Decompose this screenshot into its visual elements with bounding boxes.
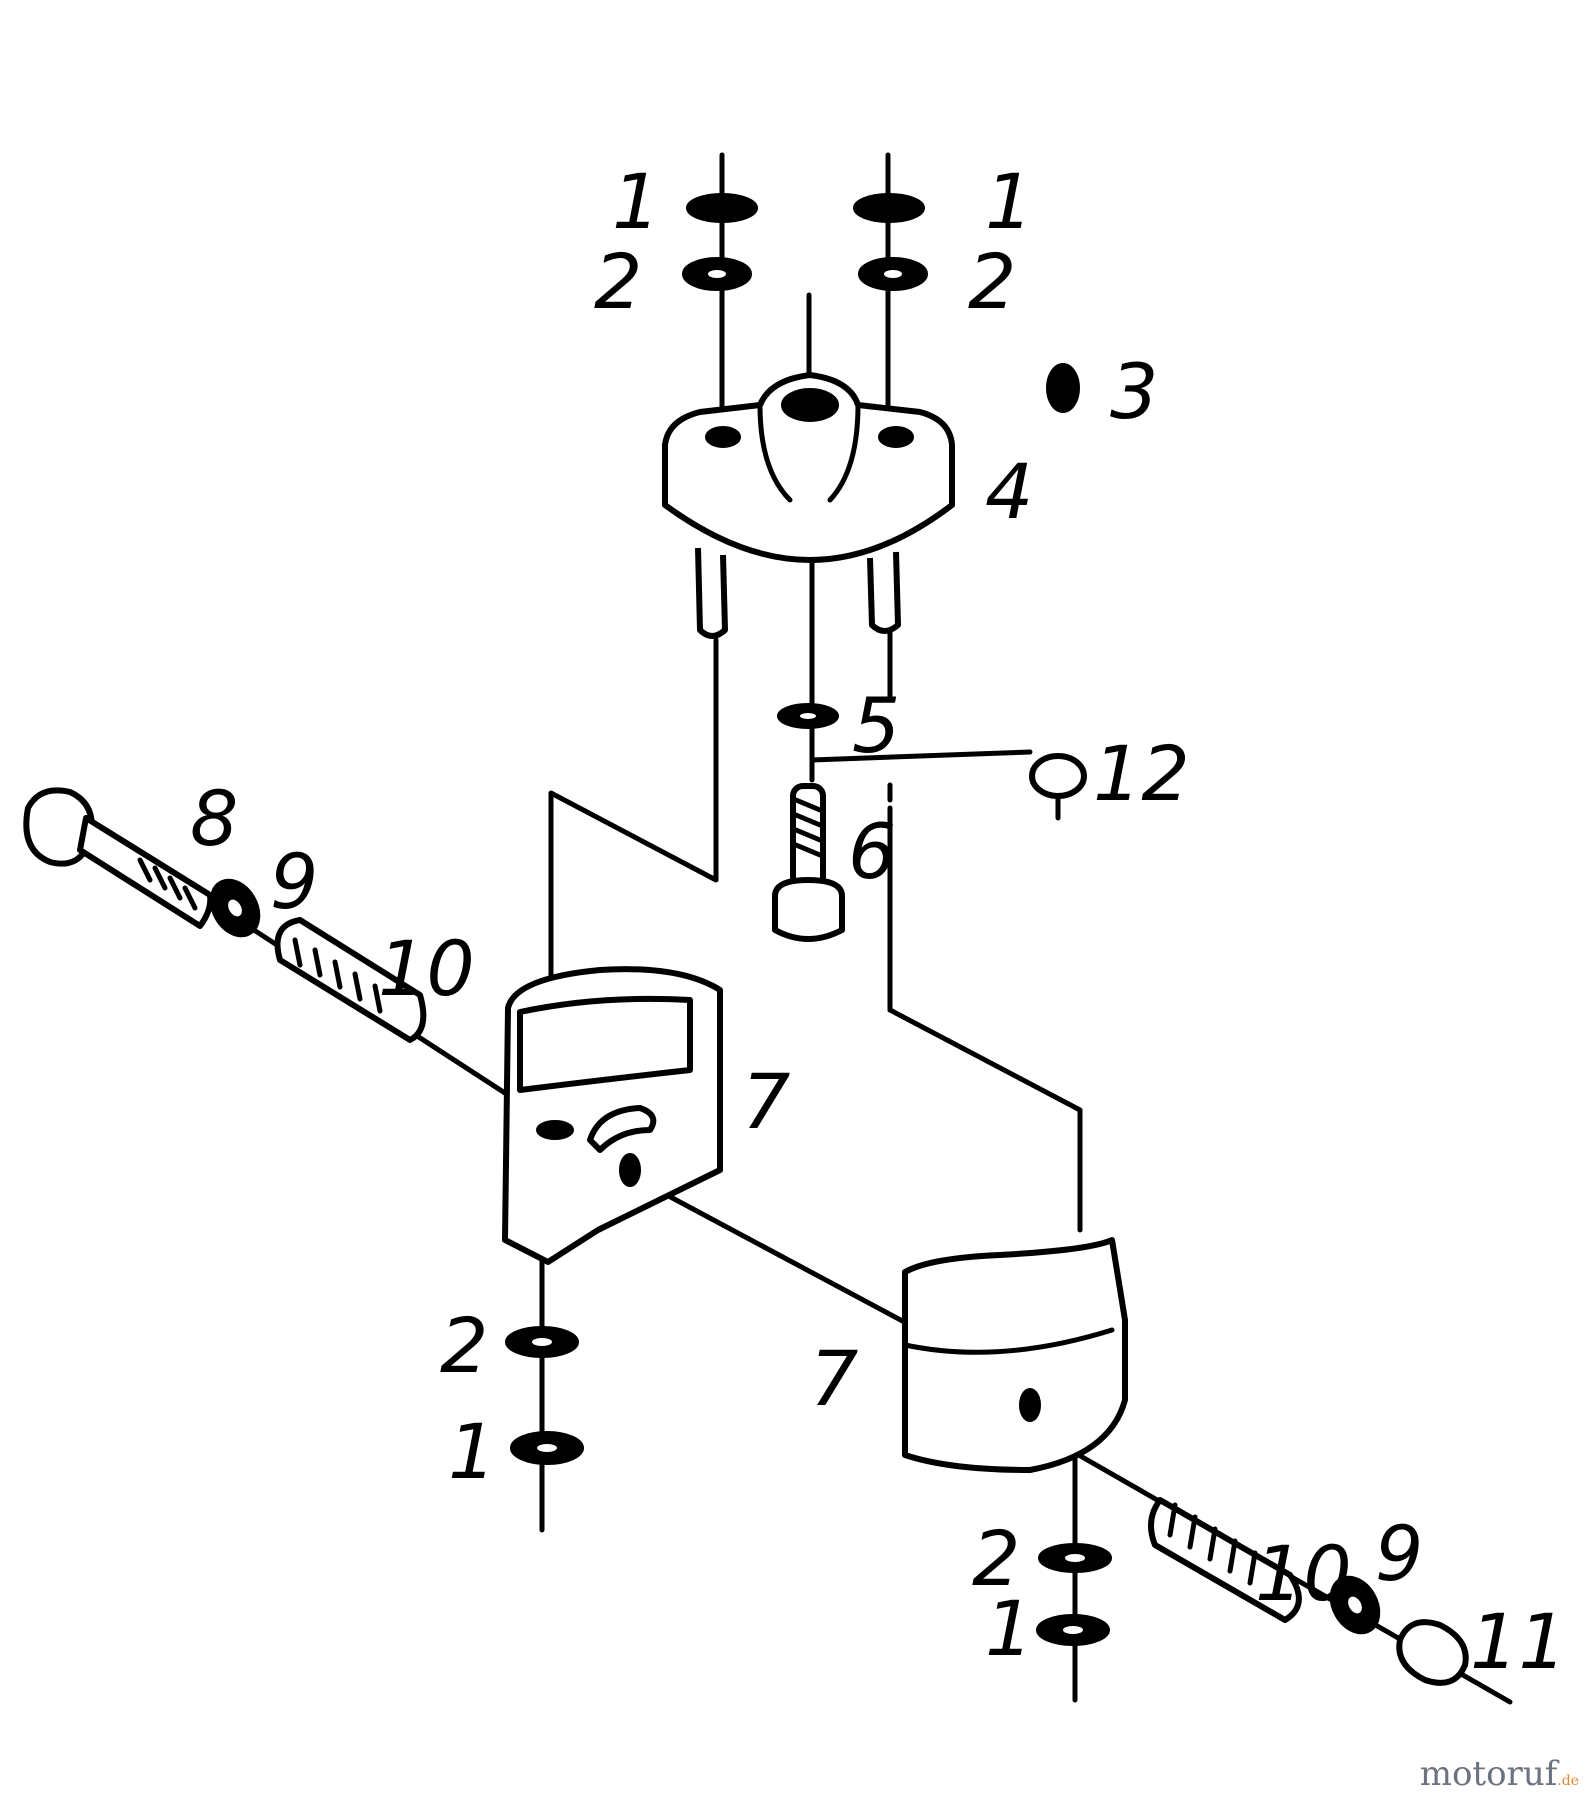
watermark-text: motoruf — [1419, 1754, 1558, 1794]
label-10: 10 — [378, 924, 475, 1013]
label-2: 2 — [594, 237, 642, 326]
label-8: 8 — [190, 774, 238, 863]
lower-right-washers — [1036, 1543, 1112, 1646]
label-12: 12 — [1093, 729, 1190, 818]
nut-1-left — [686, 193, 758, 223]
screw-6 — [772, 783, 845, 942]
watermark: motoruf.de — [1420, 1754, 1579, 1794]
spring-10-right — [1148, 1497, 1302, 1623]
bracket-part-4 — [662, 372, 955, 639]
label-2: 2 — [968, 237, 1016, 326]
nut-11 — [1396, 1619, 1469, 1686]
label-6: 6 — [848, 807, 896, 896]
label-2: 2 — [440, 1301, 488, 1390]
label-1: 1 — [612, 157, 660, 246]
label-3: 3 — [1110, 347, 1158, 436]
bracket-part-7-left — [502, 966, 723, 1265]
part-3 — [1046, 363, 1080, 413]
label-7: 7 — [742, 1057, 790, 1146]
label-1: 1 — [985, 1584, 1033, 1673]
label-11: 11 — [1470, 1597, 1567, 1686]
upper-washers — [682, 193, 928, 291]
label-9: 9 — [270, 837, 318, 926]
label-4: 4 — [985, 447, 1033, 536]
lower-left-washers — [505, 1326, 584, 1465]
label-2: 2 — [972, 1514, 1020, 1603]
label-10: 10 — [1255, 1529, 1352, 1618]
nut-12 — [1029, 753, 1087, 821]
label-1: 1 — [985, 157, 1033, 246]
label-9: 9 — [1375, 1509, 1423, 1598]
label-7: 7 — [810, 1334, 858, 1423]
bolt-8 — [23, 787, 214, 929]
label-1: 1 — [448, 1407, 496, 1496]
nut-1-right — [853, 193, 925, 223]
label-5: 5 — [852, 681, 900, 770]
bracket-part-7-right — [902, 1237, 1128, 1473]
spring-10-left — [274, 917, 427, 1043]
watermark-tld: .de — [1557, 1773, 1579, 1789]
part-labels: 1 1 2 2 3 4 5 6 12 8 9 10 7 7 2 1 10 9 1… — [190, 157, 1567, 1686]
